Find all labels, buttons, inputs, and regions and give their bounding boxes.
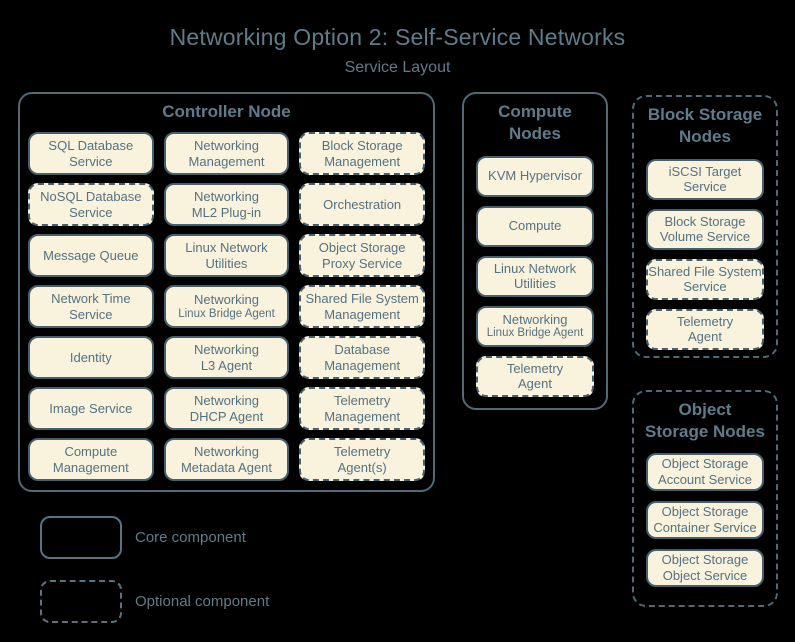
service-label: Shared File System Service [648, 263, 762, 295]
service-label: Telemetry Management [324, 393, 401, 424]
service-kvm-hypervisor: KVM Hypervisor [476, 155, 594, 197]
service-message-queue: Message Queue [28, 234, 154, 278]
service-label: Networking DHCP Agent [189, 393, 264, 424]
service-label: Linux Network Utilities [185, 240, 268, 271]
legend-optional: Optional component [40, 580, 269, 623]
optional-component-label: Optional component [135, 593, 270, 610]
service-label: Networking ML2 Plug-in [191, 189, 262, 220]
service-shared-file-system: Shared File System Service [646, 258, 764, 300]
object-storage-nodes-title: Object Storage Nodes [645, 400, 765, 442]
page-subtitle: Service Layout [344, 59, 451, 76]
group-controller-node: Controller Node SQL Database Service Net… [18, 92, 435, 492]
service-label: Block Storage Volume Service [659, 213, 751, 245]
service-linux-network-utilities: Linux Network Utilities [163, 234, 290, 278]
compute-nodes-title: Compute Nodes [498, 102, 572, 144]
service-telemetry-management: Telemetry Management [299, 387, 425, 431]
group-object-storage-nodes: Object Storage Nodes Object Storage Acco… [632, 390, 778, 607]
service-label: SQL Database Service [48, 138, 134, 169]
service-compute-management: Compute Management [28, 438, 154, 482]
service-iscsi-target: iSCSI Target Service [646, 158, 764, 200]
service-label: Telemetry Agent [676, 313, 734, 345]
service-label: Object Storage Account Service [658, 456, 752, 487]
service-label: KVM Hypervisor [488, 168, 582, 184]
controller-services-grid: SQL Database Service Networking Manageme… [28, 132, 425, 482]
service-identity: Identity [28, 336, 154, 380]
service-label: Shared File System Management [305, 291, 419, 322]
service-networking-management: Networking Management [163, 132, 290, 176]
service-sql-database: SQL Database Service [28, 132, 154, 176]
service-label: Linux Network Utilities [493, 260, 577, 292]
service-orchestration: Orchestration [299, 183, 425, 227]
service-block-storage-volume: Block Storage Volume Service [646, 208, 764, 250]
service-telemetry-agent: Telemetry Agent [476, 355, 594, 397]
service-sublabel: Linux Bridge Agent [178, 307, 275, 320]
page-title: Networking Option 2: Self-Service Networ… [169, 24, 626, 50]
service-telemetry-agent: Telemetry Agent [646, 308, 764, 350]
service-networking-dhcp-agent: Networking DHCP Agent [163, 387, 290, 431]
service-label: Networking Management [188, 138, 265, 169]
service-label: NoSQL Database Service [40, 189, 142, 220]
service-label: Networking [502, 311, 568, 327]
service-label: Compute [508, 218, 562, 234]
service-label: Orchestration [323, 197, 402, 212]
service-label: Telemetry Agent [506, 360, 564, 392]
optional-component-swatch [40, 580, 122, 623]
service-object-storage-proxy: Object Storage Proxy Service [299, 234, 425, 278]
service-networking-metadata-agent: Networking Metadata Agent [163, 438, 290, 482]
service-sublabel: Linux Bridge Agent [486, 327, 584, 340]
group-block-storage-nodes: Block Storage Nodes iSCSI Target Service… [632, 95, 778, 358]
service-label: Image Service [49, 401, 133, 416]
service-shared-file-system-management: Shared File System Management [299, 285, 425, 329]
service-networking-l3-agent: Networking L3 Agent [163, 336, 290, 380]
service-label: Compute Management [52, 444, 129, 475]
service-object-storage-account: Object Storage Account Service [646, 452, 764, 491]
service-label: Database Management [324, 342, 401, 373]
service-networking-ml2-plugin: Networking ML2 Plug-in [163, 183, 290, 227]
service-nosql-database: NoSQL Database Service [28, 183, 154, 227]
block-storage-nodes-title: Block Storage Nodes [647, 105, 763, 147]
service-label: Networking [193, 292, 259, 308]
service-object-storage-container: Object Storage Container Service [646, 500, 764, 539]
group-compute-nodes: Compute Nodes KVM Hypervisor Compute Lin… [462, 92, 608, 410]
service-image-service: Image Service [28, 387, 154, 431]
service-database-management: Database Management [299, 336, 425, 380]
service-label: iSCSI Target Service [668, 163, 742, 195]
core-component-label: Core component [135, 529, 246, 546]
service-label: Object Storage Proxy Service [318, 240, 406, 271]
service-linux-network-utilities: Linux Network Utilities [476, 255, 594, 297]
service-label: Telemetry Agent(s) [333, 444, 391, 475]
compute-services-stack: KVM Hypervisor Compute Linux Network Uti… [476, 155, 594, 397]
service-compute: Compute [476, 205, 594, 247]
service-object-storage-object: Object Storage Object Service [646, 548, 764, 587]
service-network-time: Network Time Service [28, 285, 154, 329]
service-label: Block Storage Management [321, 138, 403, 169]
service-label: Networking L3 Agent [193, 342, 259, 373]
service-telemetry-agents: Telemetry Agent(s) [299, 438, 425, 482]
block-storage-services-stack: iSCSI Target Service Block Storage Volum… [646, 158, 764, 350]
object-storage-services-stack: Object Storage Account Service Object St… [646, 452, 764, 587]
service-block-storage-management: Block Storage Management [299, 132, 425, 176]
service-label: Message Queue [43, 248, 139, 263]
service-label: Network Time Service [51, 291, 131, 322]
service-label: Object Storage Object Service [661, 552, 749, 583]
legend-core: Core component [40, 516, 246, 559]
service-label: Object Storage Container Service [653, 504, 757, 535]
controller-node-title: Controller Node [162, 102, 291, 121]
service-label: Networking Metadata Agent [180, 444, 273, 475]
service-label: Identity [69, 350, 112, 365]
core-component-swatch [40, 516, 122, 559]
